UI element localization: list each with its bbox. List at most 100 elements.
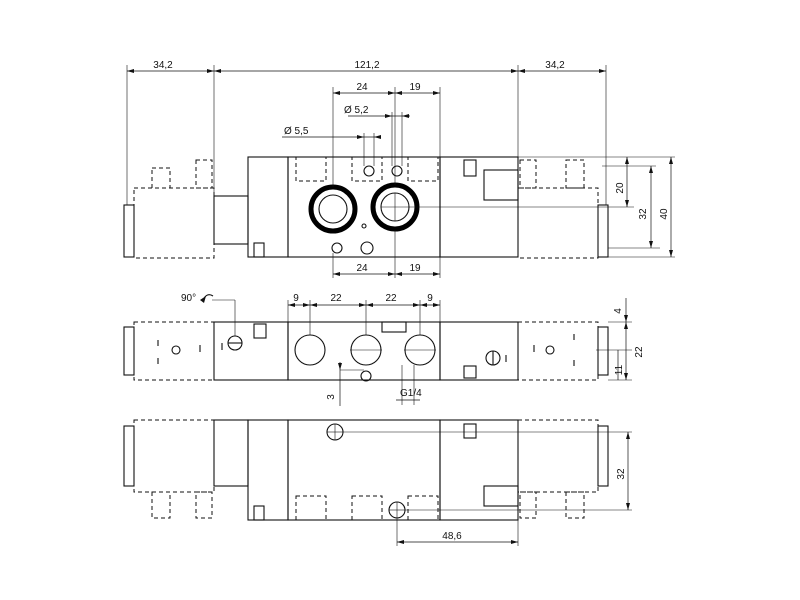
arrow <box>420 303 427 307</box>
arrow <box>625 200 629 207</box>
arrow <box>669 157 673 164</box>
left-end-screw <box>253 242 265 258</box>
dim-side-bottom: 11 <box>614 364 625 375</box>
dim-hole-large-label: Ø 5,5 <box>284 126 309 137</box>
arrow <box>626 432 630 439</box>
bot-right-end-screw <box>463 423 477 439</box>
top-view: 34,2 121,2 34,2 24 19 Ø 5,2 Ø 5,5 <box>123 60 675 278</box>
dim-thread-label: G1/4 <box>400 388 422 399</box>
dim-top-spacing-b: 19 <box>409 82 421 93</box>
dim-side-mid: 22 <box>634 346 645 358</box>
arrow <box>385 114 392 118</box>
arrow <box>388 91 395 95</box>
arrow <box>397 540 404 544</box>
rotation-arrowhead-icon <box>200 296 206 303</box>
arrow <box>395 272 402 276</box>
dim-port-b: 22 <box>330 293 342 304</box>
arrow <box>288 303 295 307</box>
arrow <box>626 503 630 510</box>
dim-offset: 3 <box>326 394 337 400</box>
arrow <box>127 69 134 73</box>
arrow <box>413 303 420 307</box>
bot-right-end-cap <box>439 419 519 521</box>
bottom-view: 32 48,6 <box>123 419 632 546</box>
bot-left-adapter <box>213 419 249 487</box>
arrow <box>214 69 221 73</box>
bot-right-coil-cap <box>597 425 609 487</box>
bot-right-connector <box>565 491 585 519</box>
mid-bottom-hole <box>360 370 372 382</box>
left-coil-cap <box>123 204 135 258</box>
arrow <box>625 157 629 164</box>
bot-left-coil <box>133 419 215 493</box>
bot-right-coil <box>517 419 599 493</box>
arrow <box>599 69 606 73</box>
top-dash-a <box>295 156 327 182</box>
dim-bottom-spacing-b: 19 <box>409 263 421 274</box>
dim-top-spacing-a: 24 <box>356 82 368 93</box>
arrow <box>402 114 409 118</box>
arrow <box>511 540 518 544</box>
arrow <box>310 303 317 307</box>
bot-dash-b <box>351 495 383 521</box>
bot-dash-c <box>407 495 439 521</box>
bot-valve-body <box>287 419 441 521</box>
arrow <box>303 303 310 307</box>
arrow <box>366 303 373 307</box>
port-left <box>308 184 358 234</box>
dim-left-coil-label: 34,2 <box>153 60 173 71</box>
bot-left-end-screw <box>253 505 265 521</box>
arrow <box>338 363 342 370</box>
arrow <box>433 303 440 307</box>
arrow <box>374 135 381 139</box>
dim-bottom-spacing-a: 24 <box>356 263 368 274</box>
right-coil-outline <box>517 187 599 259</box>
hole-small-a <box>363 165 375 177</box>
mid-left-coil-screw <box>171 345 181 355</box>
arrow <box>624 322 628 329</box>
dim-port-a: 9 <box>293 293 299 304</box>
mid-body-notch <box>381 321 407 333</box>
dim-bot-height: 32 <box>616 468 627 480</box>
arrow <box>207 69 214 73</box>
arrow <box>511 69 518 73</box>
hole-small-b <box>391 165 403 177</box>
dim-port-d: 9 <box>427 293 433 304</box>
hole-bottom-a <box>331 242 343 254</box>
mid-left-coil <box>133 321 215 381</box>
dim-side-top: 4 <box>613 308 624 314</box>
bot-left-end-cap <box>247 419 289 521</box>
dim-height-a-label: 20 <box>615 182 626 194</box>
mid-right-coil <box>517 321 599 381</box>
mid-right-end-cap <box>439 321 519 381</box>
port-left-inner <box>318 194 348 224</box>
middle-view: 90° 9 22 22 9 4 22 11 <box>123 293 645 406</box>
arrow <box>388 272 395 276</box>
dim-port-c: 22 <box>385 293 397 304</box>
dim-height-c-label: 40 <box>659 208 670 220</box>
arrow <box>333 272 340 276</box>
arrow <box>669 250 673 257</box>
left-coil-outline <box>133 187 215 259</box>
dim-body-length-label: 121,2 <box>354 60 379 71</box>
mid-left-end-screw <box>253 323 267 339</box>
bot-left-coil-cap <box>123 425 135 487</box>
arrow <box>333 91 340 95</box>
mid-port-a <box>294 334 326 366</box>
mid-left-end-cap <box>213 321 289 381</box>
dim-height-b-label: 32 <box>638 208 649 220</box>
dim-mount-spacing: 48,6 <box>442 531 462 542</box>
arrow <box>518 69 525 73</box>
right-pilot-adapter <box>483 169 519 201</box>
arrow <box>433 91 440 95</box>
top-dash-c <box>407 156 439 182</box>
left-coil-connector <box>151 167 171 189</box>
mid-left-coil-cap <box>123 326 135 376</box>
bot-left-connector <box>151 491 171 519</box>
left-pilot-adapter <box>213 195 249 245</box>
bot-right-pin <box>519 491 537 519</box>
right-coil-connector <box>565 159 585 189</box>
top-dash-b <box>351 156 383 182</box>
bot-left-pin <box>195 491 213 519</box>
